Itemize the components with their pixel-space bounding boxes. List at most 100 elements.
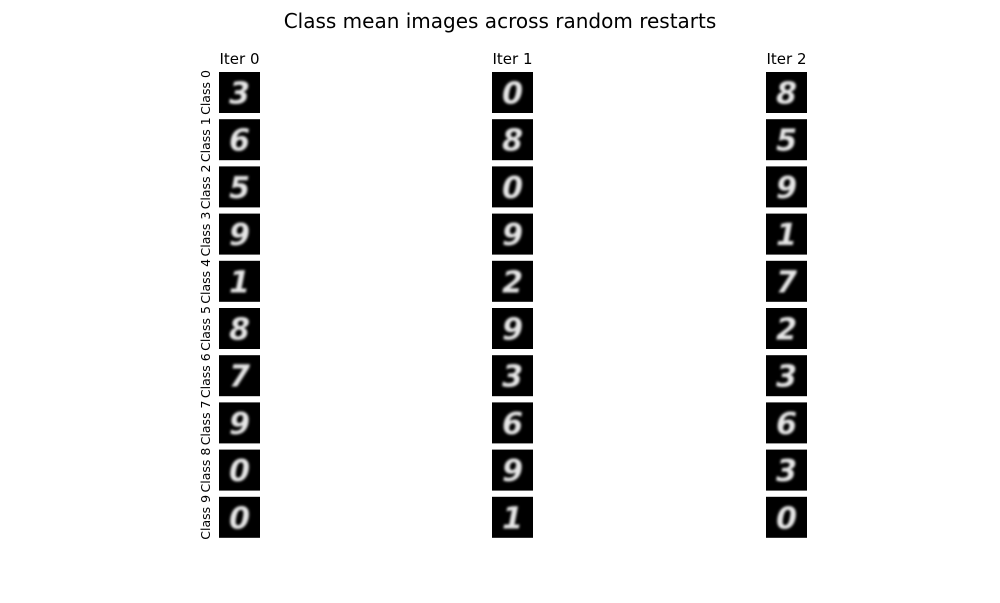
digit-mean: 1 — [229, 265, 250, 300]
image-background — [766, 119, 807, 161]
digit-mean: 0 — [502, 77, 523, 112]
class-mean-image: 5 — [219, 166, 260, 208]
class-mean-image: 9 — [219, 213, 260, 255]
image-background — [492, 402, 533, 444]
digit-mean: 6 — [502, 407, 523, 442]
class-mean-image: 7 — [766, 260, 807, 302]
image-background — [766, 72, 807, 113]
image-background — [219, 166, 260, 208]
column-titles: Iter 0 Iter 1 Iter 2 — [219, 50, 806, 68]
image-background — [492, 260, 533, 302]
class-mean-image: 5 — [766, 119, 807, 161]
row-label: Class 6 — [198, 353, 213, 398]
row-label: Class 3 — [198, 212, 213, 257]
image-background — [492, 449, 533, 491]
column-title: Iter 0 — [219, 50, 259, 68]
image-background — [492, 119, 533, 161]
class-mean-image: 9 — [492, 308, 533, 349]
class-mean-image: 9 — [492, 449, 533, 491]
row-label: Class 7 — [198, 400, 213, 445]
class-mean-image: 8 — [766, 72, 807, 113]
image-background — [492, 308, 533, 349]
row-label: Class 1 — [198, 117, 213, 162]
digit-mean: 7 — [229, 360, 250, 395]
class-mean-image: 9 — [219, 402, 260, 444]
digit-mean: 0 — [229, 501, 250, 536]
digit-mean: 0 — [502, 171, 523, 206]
digit-mean: 9 — [776, 171, 797, 206]
class-mean-image: 6 — [219, 119, 260, 161]
class-mean-image: 3 — [219, 72, 260, 113]
column-title: Iter 2 — [766, 50, 806, 68]
image-background — [492, 355, 533, 397]
image-background — [492, 496, 533, 538]
digit-mean: 3 — [229, 77, 250, 112]
digit-mean: 1 — [502, 501, 523, 536]
digit-mean: 8 — [229, 313, 250, 348]
digit-mean: 6 — [776, 407, 797, 442]
row-label: Class 4 — [198, 259, 213, 304]
digit-mean: 3 — [502, 360, 523, 395]
class-mean-image: 9 — [766, 166, 807, 208]
digit-mean: 9 — [502, 454, 523, 489]
digit-mean: 2 — [502, 265, 523, 300]
image-background — [766, 260, 807, 302]
digit-mean: 5 — [229, 171, 250, 206]
figure-title: Class mean images across random restarts — [284, 9, 717, 33]
image-background — [766, 213, 807, 255]
class-mean-image: 0 — [219, 496, 260, 538]
digit-mean: 1 — [776, 218, 797, 253]
image-background — [492, 166, 533, 208]
image-background — [766, 496, 807, 538]
digit-mean: 9 — [502, 313, 523, 348]
row-label: Class 8 — [198, 448, 213, 493]
image-background — [219, 402, 260, 444]
image-background — [766, 449, 807, 491]
digit-mean: 9 — [229, 218, 250, 253]
row-label: Class 9 — [198, 495, 213, 540]
image-background — [219, 72, 260, 113]
digit-mean: 9 — [502, 218, 523, 253]
class-mean-image: 0 — [492, 72, 533, 113]
class-mean-image: 6 — [492, 402, 533, 444]
image-background — [766, 308, 807, 349]
row-label: Class 5 — [198, 306, 213, 351]
class-mean-image: 2 — [492, 260, 533, 302]
class-mean-image: 0 — [766, 496, 807, 538]
class-mean-image: 8 — [492, 119, 533, 161]
class-mean-image: 8 — [219, 308, 260, 349]
digit-mean: 3 — [776, 454, 797, 489]
digit-mean: 0 — [229, 454, 250, 489]
image-background — [219, 213, 260, 255]
digit-mean: 0 — [776, 501, 797, 536]
digit-mean: 5 — [776, 124, 797, 159]
image-background — [219, 355, 260, 397]
image-background — [492, 72, 533, 113]
image-grid: 3 0 8 6 8 5 5 0 9 9 9 1 1 2 7 8 9 2 7 3 3 9 6 6 0 9 3 0 1 0 — [219, 72, 807, 538]
digit-mean: 7 — [776, 265, 797, 300]
class-mean-image: 1 — [766, 213, 807, 255]
digit-mean: 8 — [776, 77, 797, 112]
image-background — [219, 119, 260, 161]
image-background — [766, 402, 807, 444]
image-background — [219, 308, 260, 349]
row-labels: Class 0 Class 1 Class 2 Class 3 Class 4 Class… — [198, 70, 213, 540]
image-background — [219, 260, 260, 302]
class-mean-image: 3 — [766, 355, 807, 397]
class-mean-image: 2 — [766, 308, 807, 349]
column-title: Iter 1 — [492, 50, 532, 68]
image-background — [219, 449, 260, 491]
row-label: Class 2 — [198, 164, 213, 209]
image-background — [492, 213, 533, 255]
class-mean-image: 3 — [492, 355, 533, 397]
row-label: Class 0 — [198, 70, 213, 115]
class-mean-image: 1 — [219, 260, 260, 302]
digit-mean: 2 — [776, 313, 797, 348]
digit-mean: 9 — [229, 407, 250, 442]
class-mean-image: 0 — [492, 166, 533, 208]
digit-mean: 6 — [229, 124, 250, 159]
class-mean-image: 3 — [766, 449, 807, 491]
class-mean-image: 1 — [492, 496, 533, 538]
image-background — [766, 166, 807, 208]
